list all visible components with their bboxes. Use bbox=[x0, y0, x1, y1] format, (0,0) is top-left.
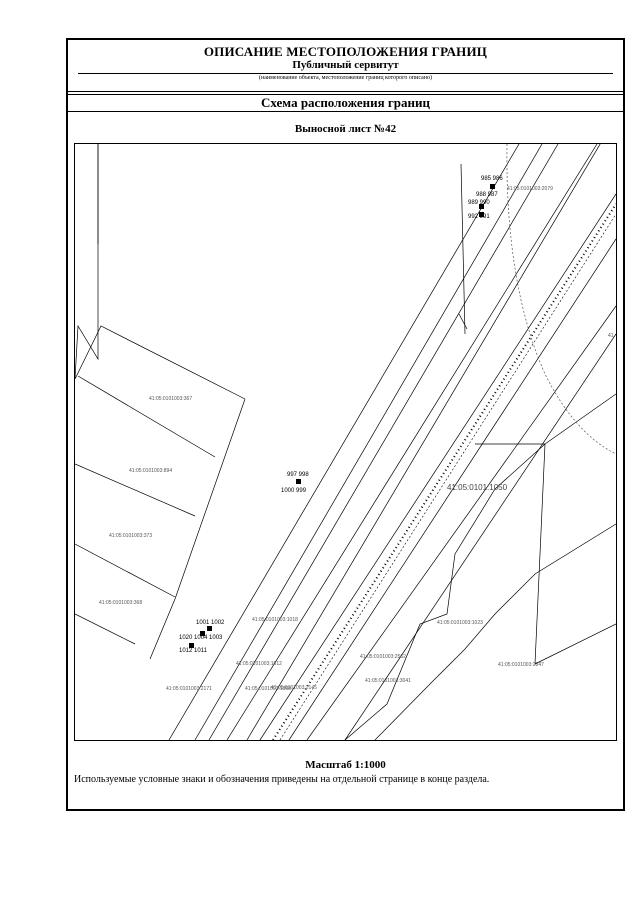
point-label: 1012 1011 bbox=[179, 648, 208, 654]
point-label: 985 986 bbox=[481, 176, 503, 182]
object-caption: (наименование объекта, местоположение гр… bbox=[259, 75, 432, 81]
boundary-map: 985 986 988 987 989 990 992 991 997 998 … bbox=[74, 143, 617, 741]
boundary-points bbox=[189, 184, 495, 648]
point-label: 997 998 bbox=[287, 472, 309, 478]
header-underline bbox=[78, 73, 613, 74]
point-marker bbox=[479, 212, 484, 217]
parcel-label: 41:05:0101003:3041 bbox=[365, 678, 411, 684]
parcel-label: 41:05:0101003:894 bbox=[129, 468, 172, 474]
point-marker bbox=[200, 631, 205, 636]
parcel-label: 41:05:0101003:2562 bbox=[360, 654, 406, 660]
parcel-label: 41:05:0101003:2079 bbox=[507, 186, 553, 192]
parcel-label: 41:05:0101003:1023 bbox=[437, 620, 483, 626]
point-label: 988 987 bbox=[476, 192, 498, 198]
document-header: ОПИСАНИЕ МЕСТОПОЛОЖЕНИЯ ГРАНИЦ Публичный… bbox=[68, 40, 623, 92]
parcel-label: 41:05:0101003:373 bbox=[109, 533, 152, 539]
edge-label: 41 bbox=[608, 333, 614, 339]
left-parcels bbox=[75, 144, 246, 660]
point-marker bbox=[296, 479, 301, 484]
parcel-label: 41:05:0101003:367 bbox=[149, 396, 192, 402]
object-name: Публичный сервитут bbox=[292, 59, 399, 71]
point-marker bbox=[207, 626, 212, 631]
parcel-label: 41:05:0101003:368 bbox=[99, 600, 142, 606]
legend-note: Используемые условные знаки и обозначени… bbox=[74, 774, 490, 785]
parcel-label: 41:05:0101003:1018 bbox=[252, 617, 298, 623]
parcel-label: 41:05:0101003:2171 bbox=[166, 686, 212, 692]
section-title: Схема расположения границ bbox=[68, 94, 623, 112]
parcel-label: 41:05:0101003:2145 bbox=[271, 685, 317, 691]
scale-label: Масштаб 1:1000 bbox=[305, 759, 386, 771]
corridor-lines bbox=[168, 144, 616, 740]
railway-line bbox=[272, 203, 616, 740]
point-label: 1020 1004 1003 bbox=[179, 635, 223, 641]
sheet-title: Выносной лист №42 bbox=[294, 123, 397, 135]
point-label: 992 991 bbox=[468, 214, 490, 220]
point-label: 989 990 bbox=[468, 200, 490, 206]
page-frame: ОПИСАНИЕ МЕСТОПОЛОЖЕНИЯ ГРАНИЦ Публичный… bbox=[66, 38, 625, 811]
point-marker bbox=[479, 204, 484, 209]
map-canvas: 985 986 988 987 989 990 992 991 997 998 … bbox=[75, 144, 616, 740]
parcel-label: 41:05:0101003:2847 bbox=[498, 662, 544, 668]
point-label: 1000 999 bbox=[281, 488, 307, 494]
point-label: 1001 1002 bbox=[196, 620, 225, 626]
parcel-label: 41:05:0101003:1612 bbox=[236, 661, 282, 667]
document-title: ОПИСАНИЕ МЕСТОПОЛОЖЕНИЯ ГРАНИЦ bbox=[203, 44, 488, 59]
parcel-label: 41:05:0101003:1868 bbox=[245, 686, 291, 692]
point-marker bbox=[189, 643, 194, 648]
right-parcels bbox=[344, 393, 616, 740]
quarter-label: 41:05:0101:1050 bbox=[447, 483, 508, 492]
point-marker bbox=[490, 184, 495, 189]
railway-line-2 bbox=[279, 213, 616, 740]
zone-boundary bbox=[506, 144, 616, 455]
